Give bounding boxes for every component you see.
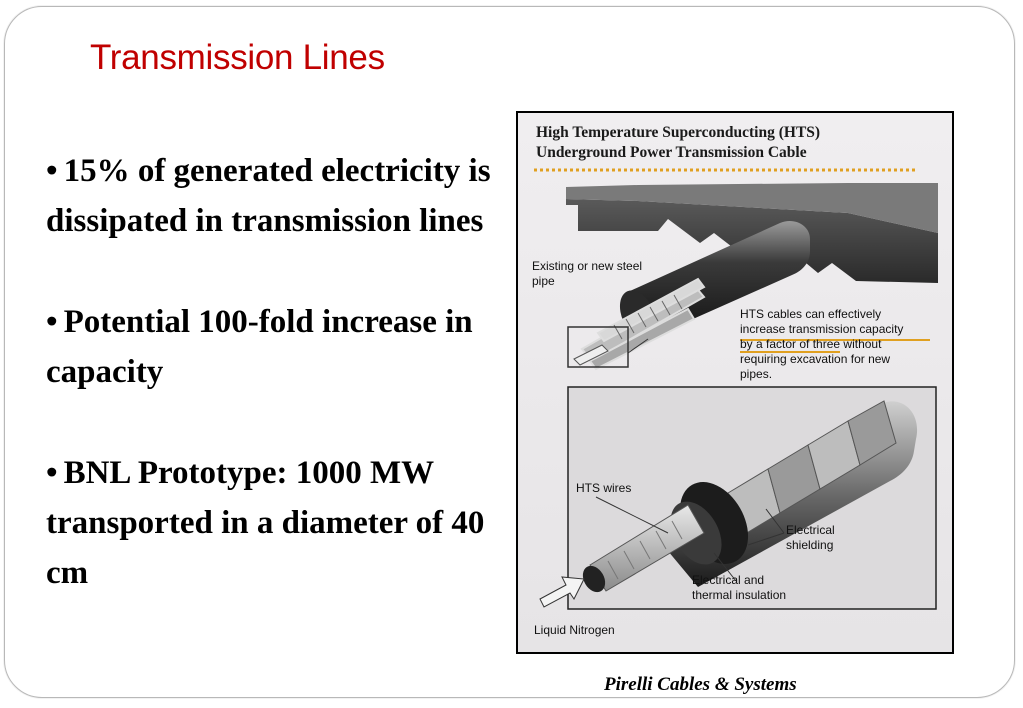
bullet-item: •Potential 100-fold increase in capacity [46, 297, 516, 397]
caption-line: increase transmission capacity [740, 322, 904, 336]
label-liquid-nitrogen: Liquid Nitrogen [534, 623, 615, 637]
label-capacity-caption: HTS cables can effectively increase tran… [740, 307, 903, 382]
figure-title-line: Underground Power Transmission Cable [536, 144, 807, 161]
caption-line: pipes. [740, 367, 773, 381]
ground-top [566, 183, 938, 233]
caption-highlight: by a factor of three [740, 337, 841, 353]
hts-cable-figure: High Temperature Superconducting (HTS) U… [516, 111, 954, 654]
label-line: Electrical and [692, 573, 765, 587]
label-line: pipe [532, 274, 555, 288]
liquid-nitrogen-arrow [539, 576, 585, 608]
caption-line: by a factor of three without [740, 337, 903, 353]
caption-line: HTS cables can effectively [740, 307, 882, 321]
figure-title-line: High Temperature Superconducting (HTS) [536, 124, 821, 141]
label-hts-wires: HTS wires [576, 481, 632, 495]
bullet-list: •15% of generated electricity is dissipa… [46, 146, 516, 649]
caption-text: without [840, 337, 882, 351]
bullet-text: 15% of generated electricity is dissipat… [46, 153, 491, 239]
cable-illustration [534, 168, 938, 610]
caption-line: requiring excavation for new [740, 352, 891, 366]
bullet-marker: • [46, 304, 58, 340]
bullet-marker: • [46, 153, 58, 189]
bullet-item: •BNL Prototype: 1000 MW transported in a… [46, 448, 516, 598]
bullet-text: Potential 100-fold increase in capacity [46, 304, 473, 390]
bullet-item: •15% of generated electricity is dissipa… [46, 146, 516, 246]
label-line: shielding [786, 538, 834, 552]
label-line: thermal insulation [692, 588, 787, 602]
slide-title: Transmission Lines [90, 38, 385, 77]
label-steel-pipe: Existing or new steel pipe [532, 259, 642, 289]
shield-tapes [727, 400, 897, 538]
image-credit: Pirelli Cables & Systems [604, 674, 797, 695]
small-cables [580, 277, 706, 371]
figure-title: High Temperature Superconducting (HTS) U… [536, 123, 936, 163]
bullet-text: BNL Prototype: 1000 MW transported in a … [46, 455, 485, 591]
label-line: Electrical [786, 523, 835, 537]
inset-box [567, 326, 629, 368]
label-line: Existing or new steel [532, 259, 643, 273]
label-electrical-shielding: Electrical shielding [786, 523, 835, 553]
bullet-marker: • [46, 455, 58, 491]
label-insulation: Electrical and thermal insulation [692, 573, 786, 603]
